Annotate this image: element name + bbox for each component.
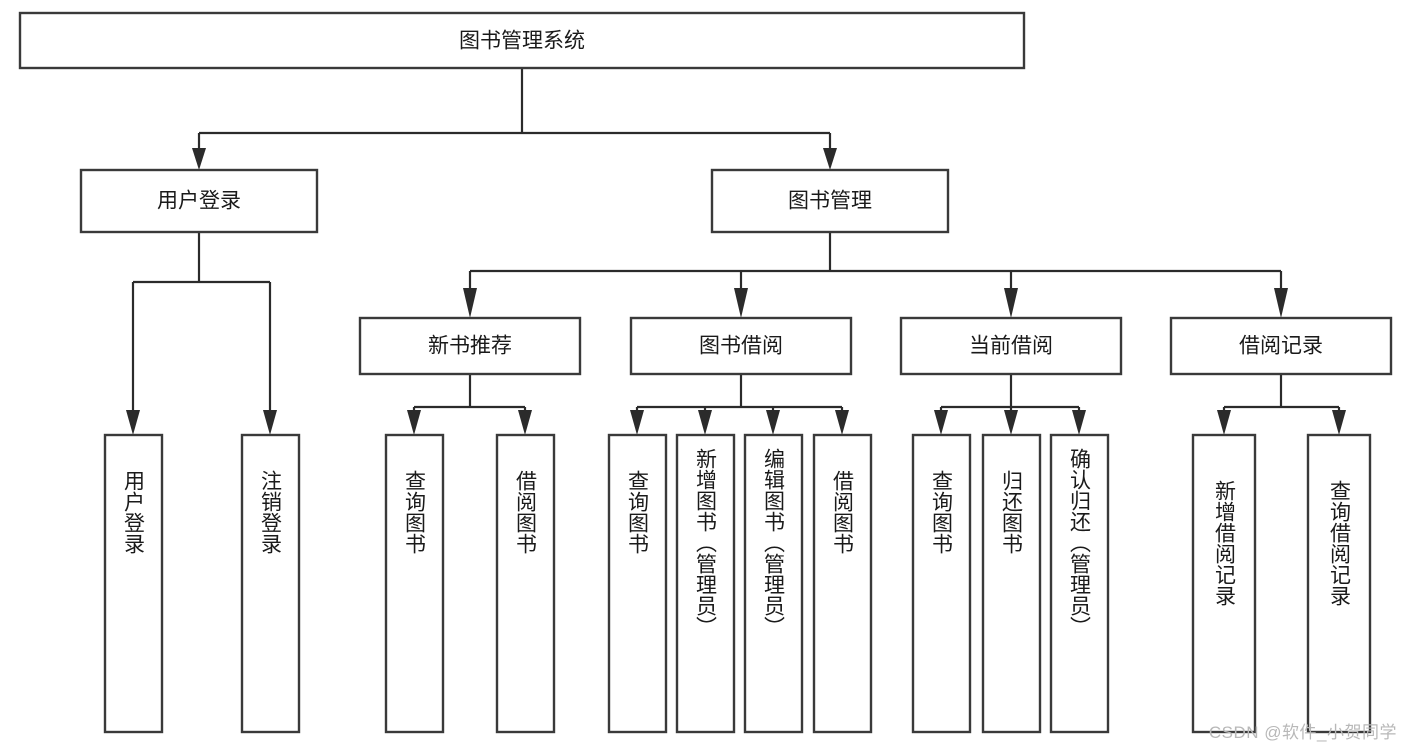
node-leaf-edit-book-label: 编辑图书（管理员） (762, 448, 786, 637)
node-leaf-logout-login[interactable]: 注销登录 (240, 433, 301, 734)
node-new-book-recommend-label: 新书推荐 (428, 335, 512, 358)
node-book-management-label: 图书管理 (788, 190, 872, 213)
node-leaf-query-book-2[interactable]: 查询图书 (607, 433, 668, 734)
arrow-head-leaf-add-book (698, 410, 712, 435)
node-book-management[interactable]: 图书管理 (710, 168, 950, 234)
node-leaf-return-book-label: 归还图书 (1000, 470, 1024, 554)
node-book-management-box[interactable] (710, 168, 950, 234)
node-leaf-query-book-3[interactable]: 查询图书 (911, 433, 972, 734)
node-leaf-add-book[interactable]: 新增图书（管理员） (675, 433, 736, 734)
arrow-head-current-borrow (1004, 288, 1018, 318)
node-leaf-query-book-1-label: 查询图书 (403, 470, 427, 554)
node-borrow-record-label: 借阅记录 (1239, 335, 1323, 358)
arrow-head-new-book-recommend (463, 288, 477, 318)
node-leaf-query-book-1-box[interactable] (384, 433, 445, 734)
arrow-head-leaf-query-record (1332, 410, 1346, 435)
node-book-borrow-box[interactable] (629, 316, 853, 376)
arrow-head-leaf-add-record (1217, 410, 1231, 435)
node-leaf-logout-login-box[interactable] (240, 433, 301, 734)
arrow-head-leaf-return-book (1004, 410, 1018, 435)
node-leaf-user-login[interactable]: 用户登录 (103, 433, 164, 734)
arrow-head-borrow-record (1274, 288, 1288, 318)
node-leaf-add-book-box[interactable] (675, 433, 736, 734)
node-leaf-add-book-label: 新增图书（管理员） (694, 448, 718, 637)
arrow-head-book-management (823, 148, 837, 170)
arrow-head-leaf-borrow-book-1 (518, 410, 532, 435)
node-book-borrow-label: 图书借阅 (699, 335, 783, 358)
node-leaf-user-login-label: 用户登录 (122, 470, 146, 554)
node-leaf-borrow-book-2-label: 借阅图书 (831, 470, 855, 554)
node-leaf-confirm-return[interactable]: 确认归还（管理员） (1049, 433, 1110, 734)
node-leaf-query-record-label: 查询借阅记录 (1328, 480, 1352, 606)
node-user-login[interactable]: 用户登录 (79, 168, 319, 234)
arrow-head-user-login (192, 148, 206, 170)
node-leaf-add-record-label: 新增借阅记录 (1213, 480, 1237, 606)
node-current-borrow-box[interactable] (899, 316, 1123, 376)
node-current-borrow-label: 当前借阅 (969, 335, 1053, 358)
node-borrow-record-box[interactable] (1169, 316, 1393, 376)
node-leaf-query-record[interactable]: 查询借阅记录 (1306, 433, 1372, 734)
node-leaf-query-book-1[interactable]: 查询图书 (384, 433, 445, 734)
arrow-head-leaf-logout-login (263, 410, 277, 435)
node-current-borrow[interactable]: 当前借阅 (899, 316, 1123, 376)
node-leaf-query-book-3-label: 查询图书 (930, 470, 954, 554)
node-root-box[interactable] (18, 11, 1026, 70)
node-leaf-borrow-book-1-label: 借阅图书 (514, 470, 538, 554)
node-leaf-user-login-box[interactable] (103, 433, 164, 734)
arrow-head-leaf-user-login (126, 410, 140, 435)
node-new-book-recommend-box[interactable] (358, 316, 582, 376)
arrow-head-leaf-query-book-1 (407, 410, 421, 435)
node-leaf-logout-login-label: 注销登录 (259, 470, 283, 554)
node-leaf-borrow-book-1[interactable]: 借阅图书 (495, 433, 556, 734)
node-user-login-label: 用户登录 (157, 190, 241, 213)
node-user-login-box[interactable] (79, 168, 319, 234)
arrow-head-book-borrow (734, 288, 748, 318)
arrow-head-leaf-confirm-return (1072, 410, 1086, 435)
node-borrow-record[interactable]: 借阅记录 (1169, 316, 1393, 376)
csdn-watermark: CSDN @软件_小贺同学 (1208, 723, 1397, 742)
node-leaf-return-book-box[interactable] (981, 433, 1042, 734)
connector-layer (126, 68, 1346, 435)
node-leaf-query-book-3-box[interactable] (911, 433, 972, 734)
node-book-borrow[interactable]: 图书借阅 (629, 316, 853, 376)
node-leaf-confirm-return-box[interactable] (1049, 433, 1110, 734)
node-leaf-borrow-book-2[interactable]: 借阅图书 (812, 433, 873, 734)
node-root[interactable]: 图书管理系统 (18, 11, 1026, 70)
node-leaf-edit-book-box[interactable] (743, 433, 804, 734)
node-leaf-borrow-book-1-box[interactable] (495, 433, 556, 734)
node-leaf-query-book-2-box[interactable] (607, 433, 668, 734)
node-leaf-add-record-box[interactable] (1191, 433, 1257, 734)
node-leaf-query-record-box[interactable] (1306, 433, 1372, 734)
node-leaf-add-record[interactable]: 新增借阅记录 (1191, 433, 1257, 734)
node-leaf-query-book-2-label: 查询图书 (626, 470, 650, 554)
arrow-head-leaf-query-book-2 (630, 410, 644, 435)
node-leaf-return-book[interactable]: 归还图书 (981, 433, 1042, 734)
node-leaf-confirm-return-label: 确认归还（管理员） (1068, 448, 1092, 637)
arrow-head-leaf-edit-book (766, 410, 780, 435)
node-root-label: 图书管理系统 (459, 30, 585, 53)
node-new-book-recommend[interactable]: 新书推荐 (358, 316, 582, 376)
arrow-head-leaf-query-book-3 (934, 410, 948, 435)
arrow-head-leaf-borrow-book-2 (835, 410, 849, 435)
node-leaf-edit-book[interactable]: 编辑图书（管理员） (743, 433, 804, 734)
node-leaf-borrow-book-2-box[interactable] (812, 433, 873, 734)
